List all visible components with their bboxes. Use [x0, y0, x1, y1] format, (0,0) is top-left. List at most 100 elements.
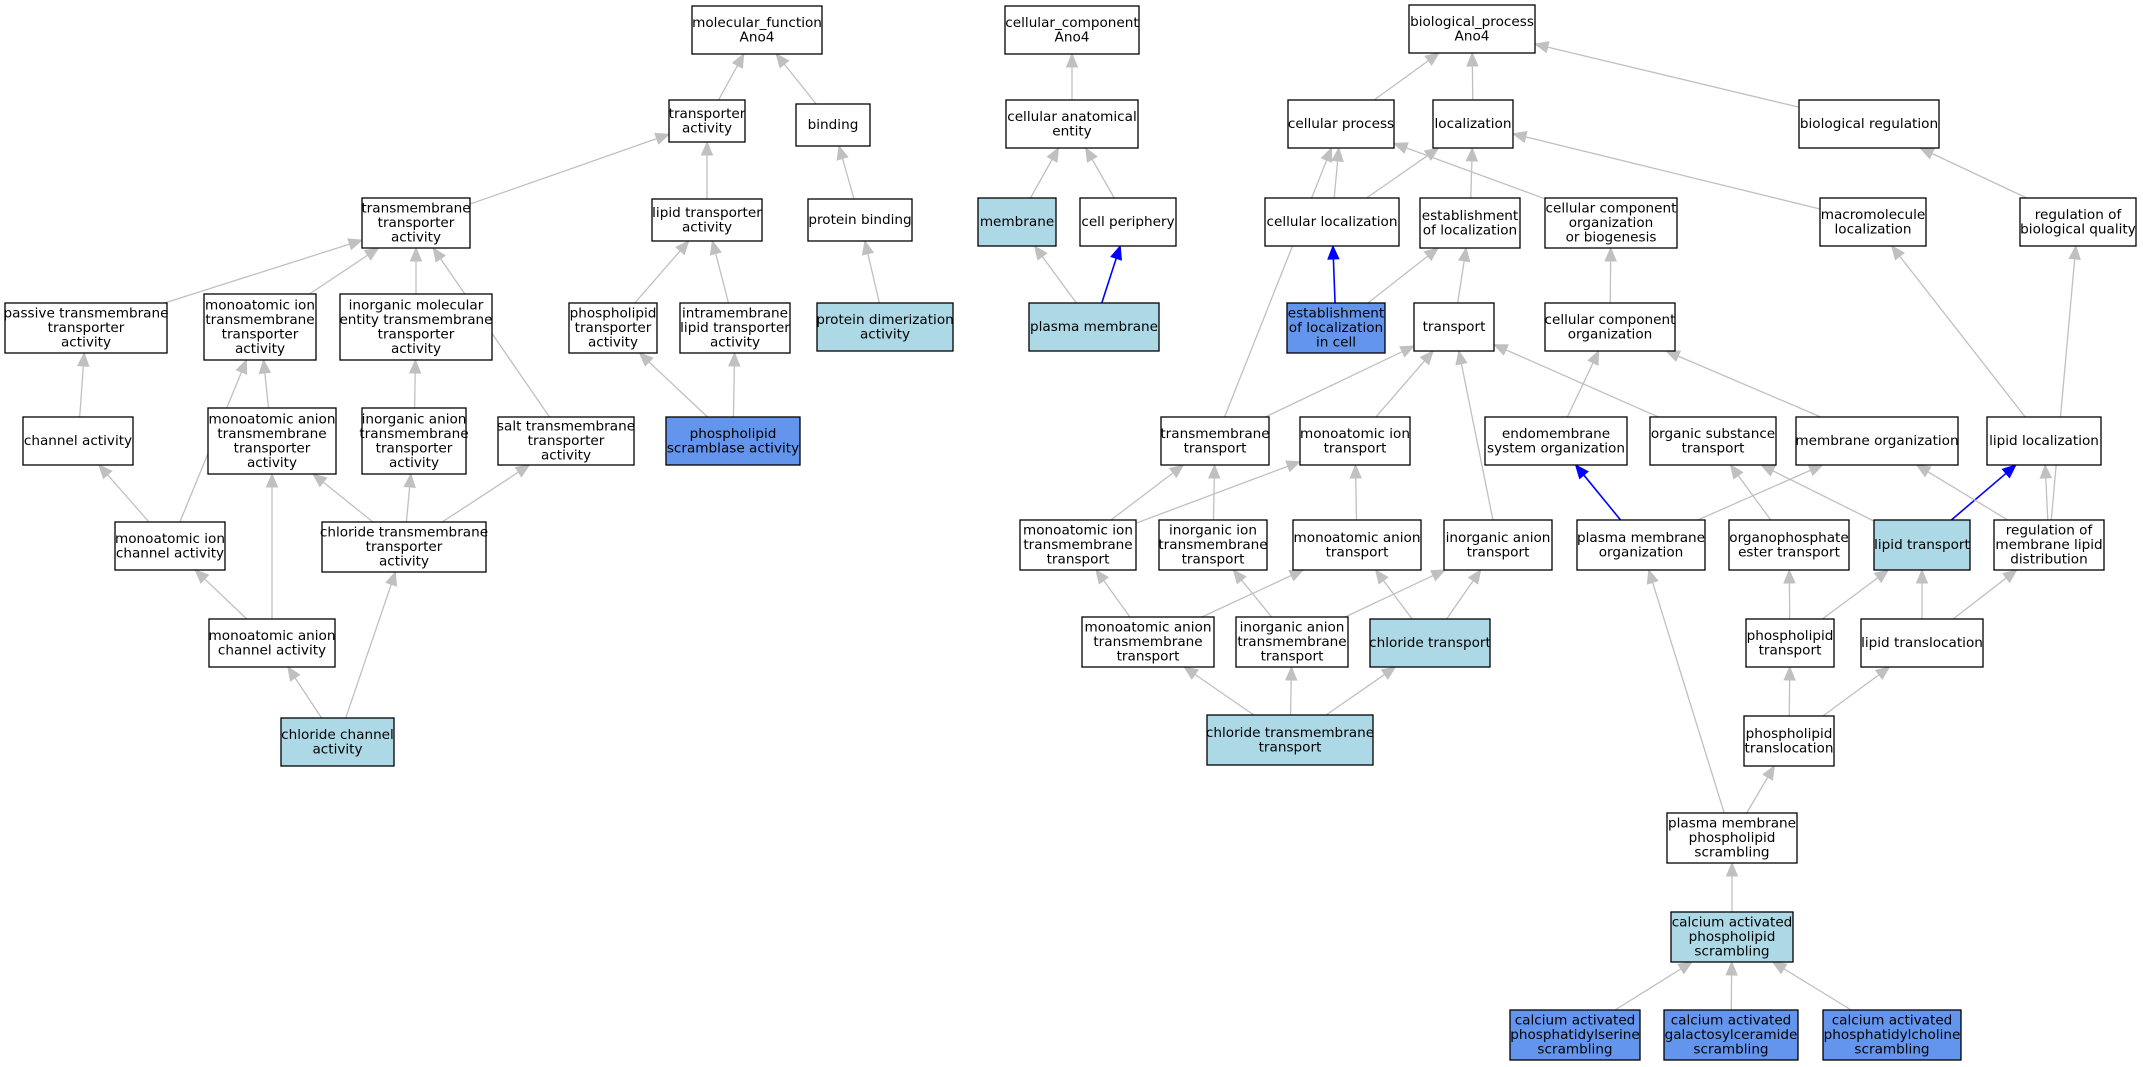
edge-line [1677, 355, 1822, 418]
edge-line [1265, 351, 1403, 418]
edge-arrowhead [700, 140, 714, 156]
node-localization[interactable]: localization [1432, 99, 1514, 149]
edge-line [469, 138, 657, 205]
edge-arrowhead [1183, 666, 1199, 680]
edge-line [164, 243, 350, 304]
edge-arrowhead [1399, 345, 1416, 358]
node-box [203, 293, 317, 361]
node-label-line: channel activity [24, 433, 132, 449]
edge-line [715, 253, 730, 304]
node-ca-ps-scrambling[interactable]: calcium activatedphosphatidylserinescram… [1509, 1009, 1641, 1061]
edge-line [79, 365, 84, 418]
node-label-line: establishment [1422, 208, 1519, 224]
node-protein-binding[interactable]: protein binding [807, 198, 913, 242]
edge-lipid_translocation-to-regulation_membrane_lipid [1952, 569, 2018, 620]
edge-line [1783, 968, 1852, 1011]
edge-line [1952, 577, 2007, 620]
node-box [361, 197, 471, 249]
node-binding[interactable]: binding [795, 103, 871, 147]
node-plasma-membrane[interactable]: plasma membrane [1028, 302, 1160, 352]
edge-line [1651, 582, 1725, 814]
edge-arrowhead [1320, 146, 1333, 163]
node-label-line: monoatomic ion [1300, 426, 1410, 442]
node-box [1670, 911, 1794, 963]
node-box [1004, 5, 1140, 55]
node-chloride-transport[interactable]: chloride transport [1369, 618, 1491, 668]
node-cellular-localization[interactable]: cellular localization [1264, 197, 1400, 247]
edge-arrowhead [258, 358, 272, 375]
node-label-line: activity [860, 326, 910, 342]
edge-line [783, 63, 817, 105]
edge-phospholipid_scramblase-to-phospholipid_transporter [638, 352, 708, 418]
edge-cellular_localization-to-cellular_process [1331, 146, 1344, 199]
node-mono-ion-tm-transporter[interactable]: monoatomic iontransmembranetransporterac… [203, 293, 317, 361]
node-inorg-anion-tm-transporter[interactable]: inorganic aniontransmembranetransportera… [359, 407, 469, 475]
node-box [1822, 1009, 1962, 1061]
node-lipid-transport[interactable]: lipid transport [1873, 519, 1971, 571]
edge-regulation_membrane_lipid-to-lipid_localization [2039, 463, 2053, 521]
node-chloride-tm-transporter[interactable]: chloride transmembranetransporteractivit… [320, 521, 488, 573]
node-membrane-organization[interactable]: membrane organization [1795, 416, 1959, 466]
node-ca-galcer-scrambling[interactable]: calcium activatedgalactosylceramidescram… [1663, 1009, 1799, 1061]
node-lipid-translocation[interactable]: lipid translocation [1860, 618, 1984, 668]
node-cellular-process[interactable]: cellular process [1287, 99, 1395, 149]
node-mono-anion-tm-transporter[interactable]: monoatomic aniontransmembranetransporter… [207, 407, 337, 475]
edge-line [1899, 255, 2026, 418]
node-lipid-localization[interactable]: lipid localization [1986, 416, 2102, 466]
node-cell-periphery[interactable]: cell periphery [1079, 197, 1177, 247]
node-transport[interactable]: transport [1413, 302, 1495, 352]
edge-chloride_tm_transport-to-inorg_anion_tm_transport [1284, 665, 1298, 716]
node-ca-pc-scrambling[interactable]: calcium activatedphosphatidylcholinescra… [1822, 1009, 1962, 1061]
node-label-line: passive transmembrane [4, 306, 169, 322]
node-biological-regulation[interactable]: biological regulation [1798, 99, 1940, 149]
edge-line [634, 250, 681, 304]
node-membrane[interactable]: membrane [977, 197, 1057, 247]
node-label-line: plasma membrane [1030, 319, 1158, 335]
node-channel-activity[interactable]: channel activity [22, 416, 134, 466]
edge-arrowhead [1725, 861, 1739, 877]
edge-line [1446, 580, 1474, 620]
node-box [1663, 1009, 1799, 1061]
